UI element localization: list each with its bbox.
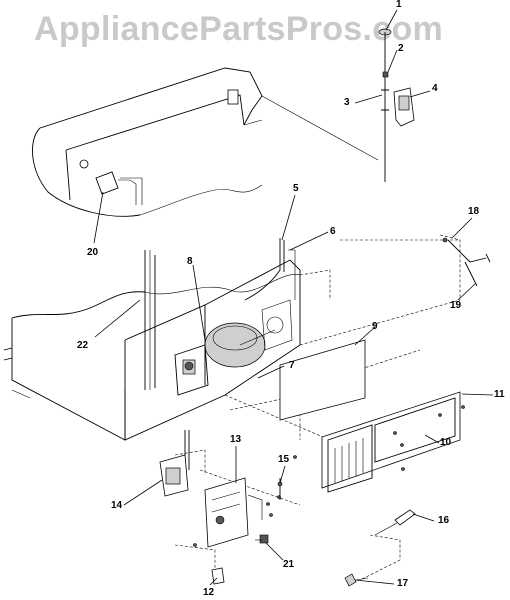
thermostat-probe-assembly — [378, 28, 415, 182]
callout-20[interactable]: 20 — [87, 247, 99, 258]
callout-19[interactable]: 19 — [450, 300, 462, 311]
callout-1[interactable]: 1 — [396, 0, 402, 10]
panel-9-part — [279, 339, 366, 421]
callout-18[interactable]: 18 — [468, 206, 480, 217]
callout-7[interactable]: 7 — [289, 360, 295, 371]
callout-10[interactable]: 10 — [440, 437, 452, 448]
parts-18-19 — [442, 237, 491, 287]
callout-6[interactable]: 6 — [330, 226, 336, 237]
callout-15[interactable]: 15 — [278, 454, 290, 465]
callout-9[interactable]: 9 — [372, 321, 378, 332]
refrigerator-cabinet — [3, 238, 301, 441]
callout-11[interactable]: 11 — [494, 389, 505, 400]
callout-3[interactable]: 3 — [344, 97, 350, 108]
callout-22[interactable]: 22 — [77, 340, 89, 351]
callout-14[interactable]: 14 — [111, 500, 123, 511]
callout-2[interactable]: 2 — [398, 43, 404, 54]
callout-4[interactable]: 4 — [432, 83, 438, 94]
control-relay-assembly — [159, 430, 281, 548]
watermark: AppliancePartsPros.com — [34, 10, 444, 48]
callout-13[interactable]: 13 — [230, 434, 242, 445]
callout-16[interactable]: 16 — [438, 515, 450, 526]
callout-8[interactable]: 8 — [187, 256, 193, 267]
toe-grille-assembly — [293, 391, 465, 493]
callout-21[interactable]: 21 — [283, 559, 295, 570]
callout-12[interactable]: 12 — [203, 587, 215, 598]
callout-17[interactable]: 17 — [397, 578, 409, 589]
cabinet-detail-inset — [32, 67, 379, 217]
callout-leaders — [93, 9, 494, 586]
parts-16-17 — [344, 509, 416, 587]
callout-5[interactable]: 5 — [293, 183, 299, 194]
